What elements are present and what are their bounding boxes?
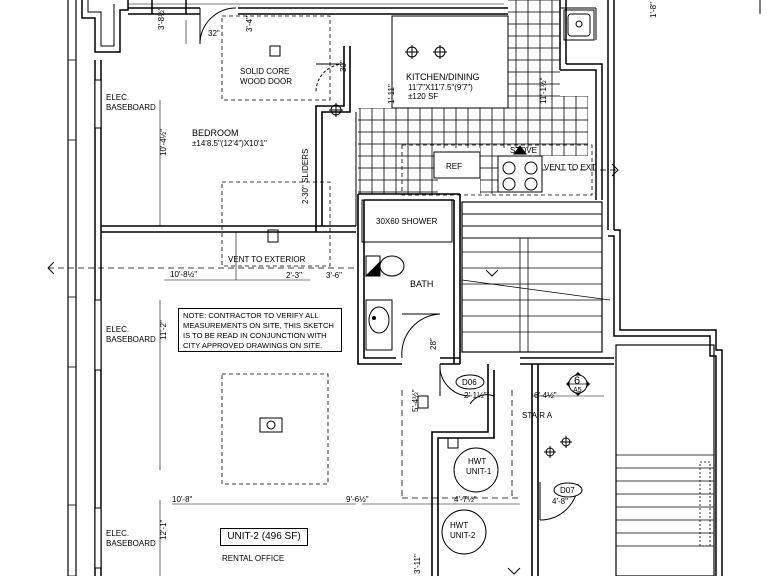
- dim-11-1: 11'-1½": [539, 77, 548, 104]
- note-line-4: CITY APPROVED DRAWINGS ON SITE.: [183, 341, 323, 350]
- hwt-unit-1-icon: [453, 447, 499, 493]
- right-walls: [559, 0, 761, 576]
- bath-sink-icon: [365, 299, 393, 351]
- baseboard-2-a: ELEC.: [106, 325, 129, 334]
- stair-label: STAIR A: [522, 411, 553, 420]
- section-sheet: A5: [573, 387, 582, 394]
- left-exterior-wall: [67, 0, 129, 576]
- baseboard-1-a: ELEC.: [106, 93, 129, 102]
- stove-label: STOVE: [510, 146, 537, 155]
- contractor-note: NOTE: CONTRACTOR TO VERIFY ALL MEASUREME…: [178, 308, 342, 352]
- hwt1-label-a: HWT: [468, 457, 486, 466]
- door-tag-d06: [455, 374, 485, 390]
- stair-treads-upper: [461, 238, 611, 352]
- note-line-3: IS TO BE READ IN CONJUNCTION WITH: [183, 331, 327, 340]
- door-note-a: SOLID CORE: [240, 67, 289, 76]
- dim-12-1: 12'-1": [159, 519, 168, 540]
- dim-28: 28": [429, 338, 438, 350]
- bath-label: BATH: [410, 279, 433, 289]
- shower-label: 30X60 SHOWER: [376, 217, 438, 226]
- dim-11-2: 11'-2": [159, 320, 168, 340]
- bedroom-ceiling-outline: [221, 15, 331, 101]
- kitchen-counter-outline: [401, 144, 593, 196]
- vent-ext-label: VENT TO EXT: [544, 163, 596, 172]
- kitchen-area: ±120 SF: [408, 92, 438, 101]
- dim-3-6: 3'-6": [326, 271, 342, 280]
- dim-4-7: 4'-7½": [454, 495, 477, 504]
- sink-icon: [563, 9, 595, 41]
- section-number: 6: [574, 375, 580, 387]
- dim-10-4: 10'-4½": [159, 129, 168, 156]
- vent-exterior-label: VENT TO EXTERIOR: [228, 255, 306, 264]
- ref-label: REF: [446, 162, 462, 171]
- d07-label: D07: [560, 486, 575, 495]
- baseboard-3-a: ELEC.: [106, 529, 129, 538]
- toilet-icon: [364, 255, 405, 277]
- arrow-icons: [47, 163, 619, 575]
- section-marker-icon: [566, 372, 590, 396]
- interior-walls: [101, 46, 715, 576]
- dim-4-8: 4'-8": [552, 497, 568, 506]
- rental-office-label: RENTAL OFFICE: [222, 554, 284, 563]
- sliders-label: 2-30" SLIDERS: [301, 149, 310, 204]
- d06-label: D06: [462, 378, 477, 387]
- bedroom-dims: ±14'8.5"(12'4")X10'1": [192, 139, 267, 148]
- dim-1-11: 1'-11": [387, 84, 396, 104]
- dim-1-8: 1'-8": [649, 2, 658, 18]
- dimension-lines: [128, 3, 604, 576]
- dim-5-4: 5'-4½": [411, 389, 420, 412]
- plan-labels: KITCHEN/DINING 11'7"X11'7.5"(9'7") ±120 …: [106, 2, 658, 574]
- stair-treads-lower: [616, 454, 714, 547]
- hwt1-label-b: UNIT-1: [466, 467, 492, 476]
- baseboard-2-b: BASEBOARD: [106, 335, 156, 344]
- stove-icon: [497, 145, 543, 193]
- note-line-1: NOTE: CONTRACTOR TO VERIFY ALL: [183, 311, 319, 320]
- office-light-outline: [221, 373, 329, 485]
- dim-30: 30": [339, 60, 348, 72]
- dim-3-11: 3'-11": [413, 554, 422, 574]
- baseboard-3-b: BASEBOARD: [106, 539, 156, 548]
- unit-title: UNIT-2 (496 SF): [220, 528, 308, 546]
- door-tag-d07: [553, 482, 583, 498]
- hwt2-label-a: HWT: [450, 521, 468, 530]
- dim-3-8: 3'-8½": [157, 7, 166, 30]
- kitchen-dims: 11'7"X11'7.5"(9'7"): [408, 83, 473, 92]
- dim-10-8b: 10'-8": [172, 495, 193, 504]
- note-line-2: MEASUREMENTS ON SITE, THIS SKETCH: [183, 321, 334, 330]
- top-walls: [128, 0, 510, 15]
- dim-10-8a: 10'-8½": [170, 270, 197, 279]
- kitchen-label: KITCHEN/DINING: [406, 72, 480, 82]
- dim-3-4: 3'-4": [245, 16, 254, 32]
- dim-2-1: 2'-1½": [464, 391, 487, 400]
- hwt2-label-b: UNIT-2: [450, 531, 476, 540]
- refrigerator-icon: [433, 151, 481, 179]
- hwt-unit-2-icon: [441, 509, 487, 555]
- kitchen-open-area: [391, 15, 509, 109]
- dim-2-3: 2'-3": [286, 271, 302, 280]
- kitchen-tile-floor: [358, 0, 588, 194]
- door-note-b: WOOD DOOR: [240, 77, 292, 86]
- light-fixture-icons: [259, 45, 572, 458]
- baseboard-1-b: BASEBOARD: [106, 103, 156, 112]
- dim-32: 32": [208, 29, 220, 38]
- dim-6-4: 6'-4½": [534, 391, 557, 400]
- bedroom-light-outline: [221, 181, 331, 267]
- bedroom-label: BEDROOM: [192, 128, 239, 138]
- dim-9-6: 9'-6½": [346, 495, 369, 504]
- vent-lines: [48, 169, 620, 499]
